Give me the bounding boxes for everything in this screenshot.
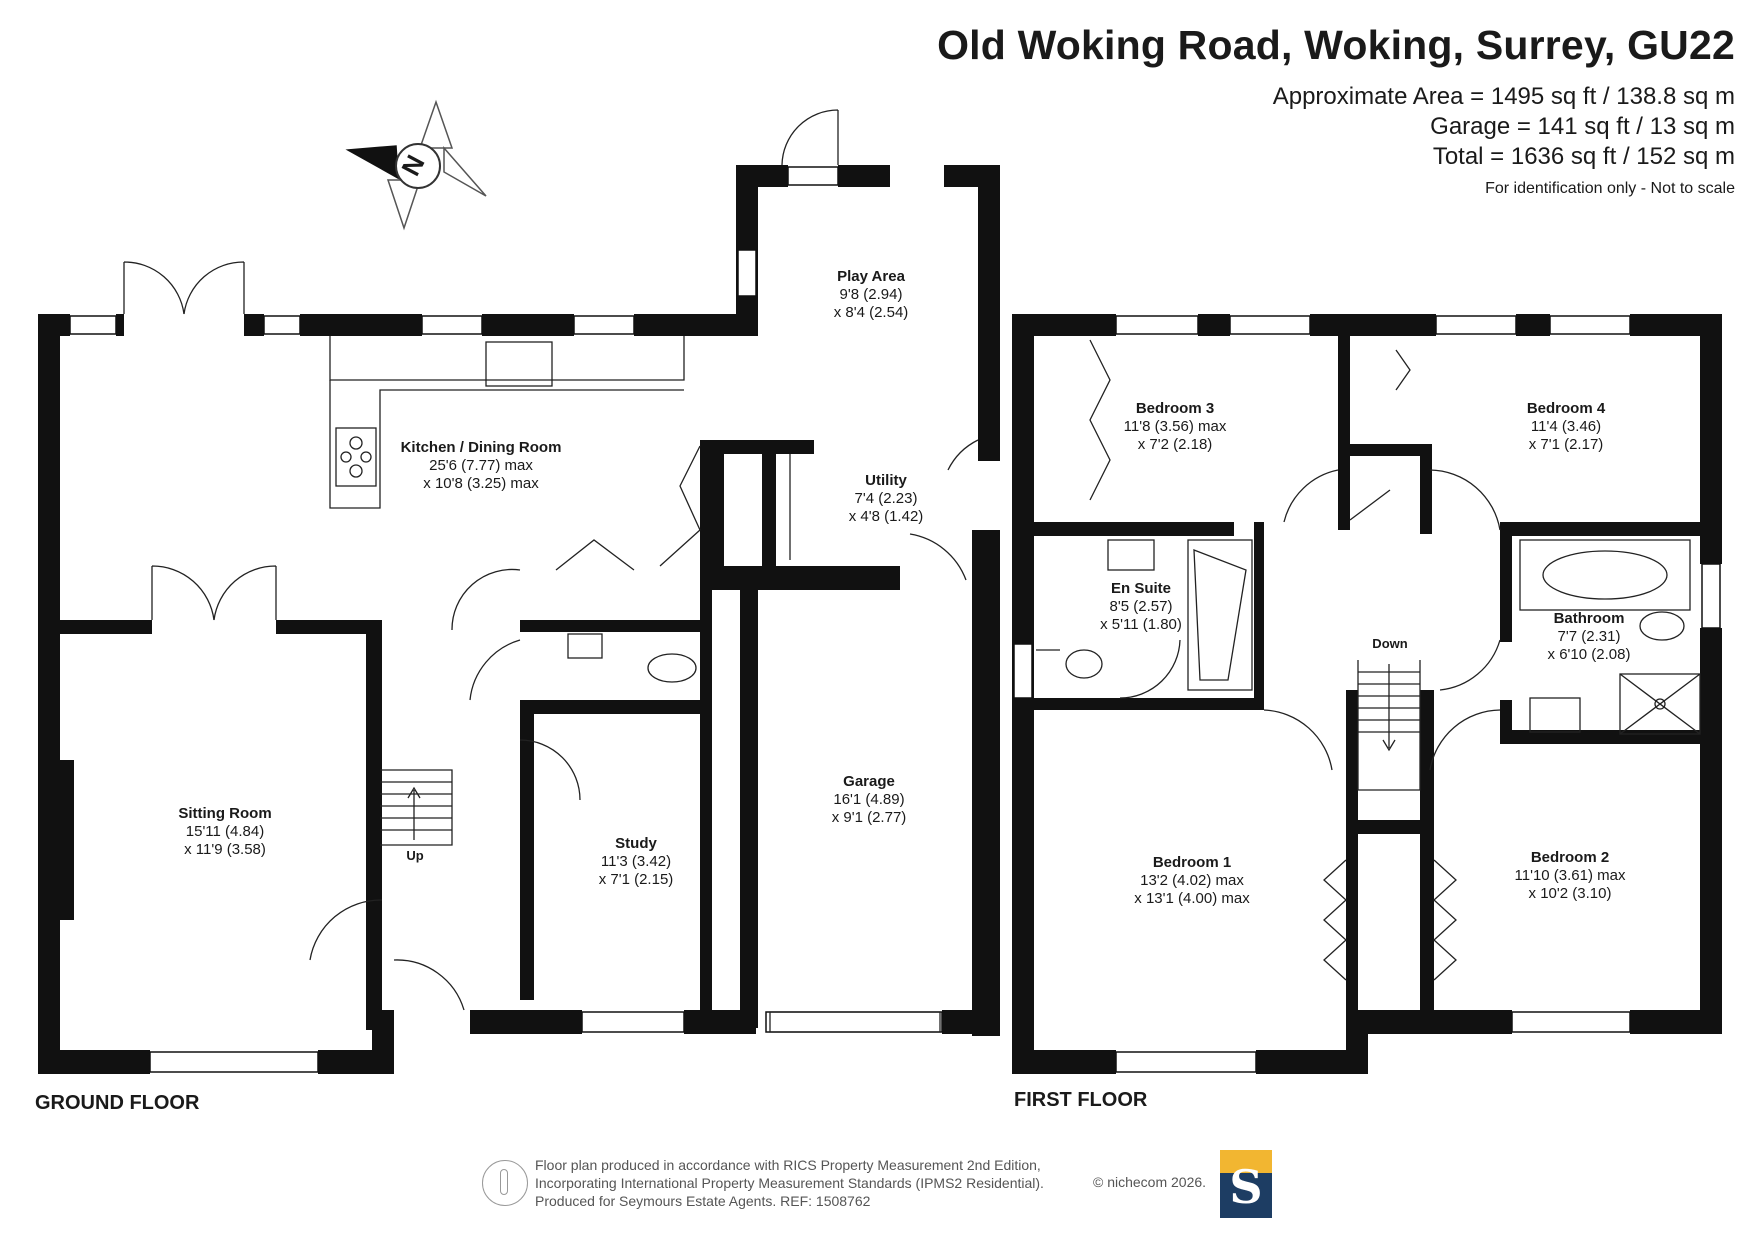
stairs-down-label: Down [1372, 636, 1408, 651]
ground-floor-label: GROUND FLOOR [35, 1092, 200, 1114]
copyright: © nichecom 2026. [1093, 1174, 1207, 1190]
first-floor-label: FIRST FLOOR [1014, 1089, 1148, 1111]
approximate-area: Approximate Area = 1495 sq ft / 138.8 sq… [1272, 83, 1735, 110]
seymours-logo: S [1220, 1150, 1272, 1218]
measurement-person-icon [482, 1160, 528, 1206]
disclaimer: For identification only - Not to scale [1485, 180, 1735, 197]
stairs-up-label: Up [406, 848, 424, 863]
total-area: Total = 1636 sq ft / 152 sq m [1432, 143, 1735, 170]
footer-notes: Floor plan produced in accordance with R… [535, 1157, 1044, 1209]
compass-icon [345, 99, 487, 231]
garage-area: Garage = 141 sq ft / 13 sq m [1430, 113, 1735, 140]
property-address: Old Woking Road, Woking, Surrey, GU22 [937, 22, 1735, 68]
